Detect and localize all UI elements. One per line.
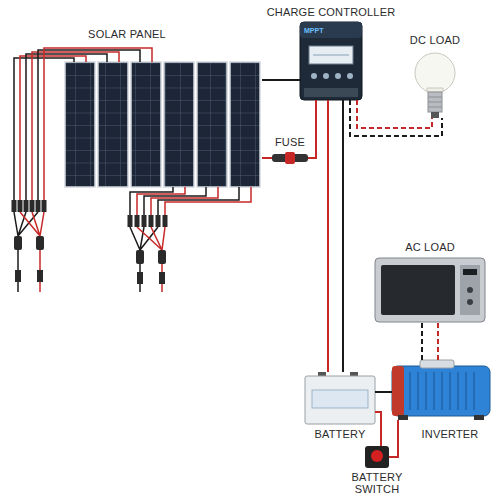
wire [375,391,392,393]
battery-unit [305,372,375,424]
wire [327,100,329,372]
wire [262,79,300,81]
light-bulb [415,53,455,118]
panel-leads-left [14,48,152,292]
brand-mark: MPPT [304,27,323,35]
charge-controller-device [300,22,362,100]
wire [262,157,272,159]
battery: BATTERY [305,372,375,424]
component-label: CHARGE CONTROLLER [267,6,396,18]
battery-switch: BATTERY SWITCH [365,446,389,468]
dashed-wire [357,100,432,128]
wire [389,420,398,457]
component-label: AC LOAD [405,241,455,253]
solar-panels [65,62,260,187]
dc-load: DC LOAD [415,50,455,118]
wire [375,412,381,446]
wire [342,100,344,372]
inverter-unit [392,360,490,420]
mc4-connectors-left [12,200,47,282]
wire [308,100,316,158]
dashed-wire [421,322,423,360]
mc4-connectors-right [128,215,168,284]
component-label: INVERTER [421,428,478,440]
component-label: FUSE [275,136,305,148]
fuse-holder [272,152,308,164]
component-label: BATTERY [314,428,365,440]
dashed-wire [437,322,439,360]
battery-switch-device [365,446,389,468]
panel-leads-right [130,187,251,292]
inverter: INVERTER [392,360,490,420]
component-label: BATTERY SWITCH [341,471,413,495]
component-label: DC LOAD [410,34,460,46]
solar-panel-array: SOLAR PANEL [8,45,262,292]
microwave [375,258,485,322]
dashed-wire [350,100,442,136]
component-label: SOLAR PANEL [88,28,166,40]
fuse: FUSE [272,152,308,164]
ac-load: AC LOAD [375,258,485,322]
